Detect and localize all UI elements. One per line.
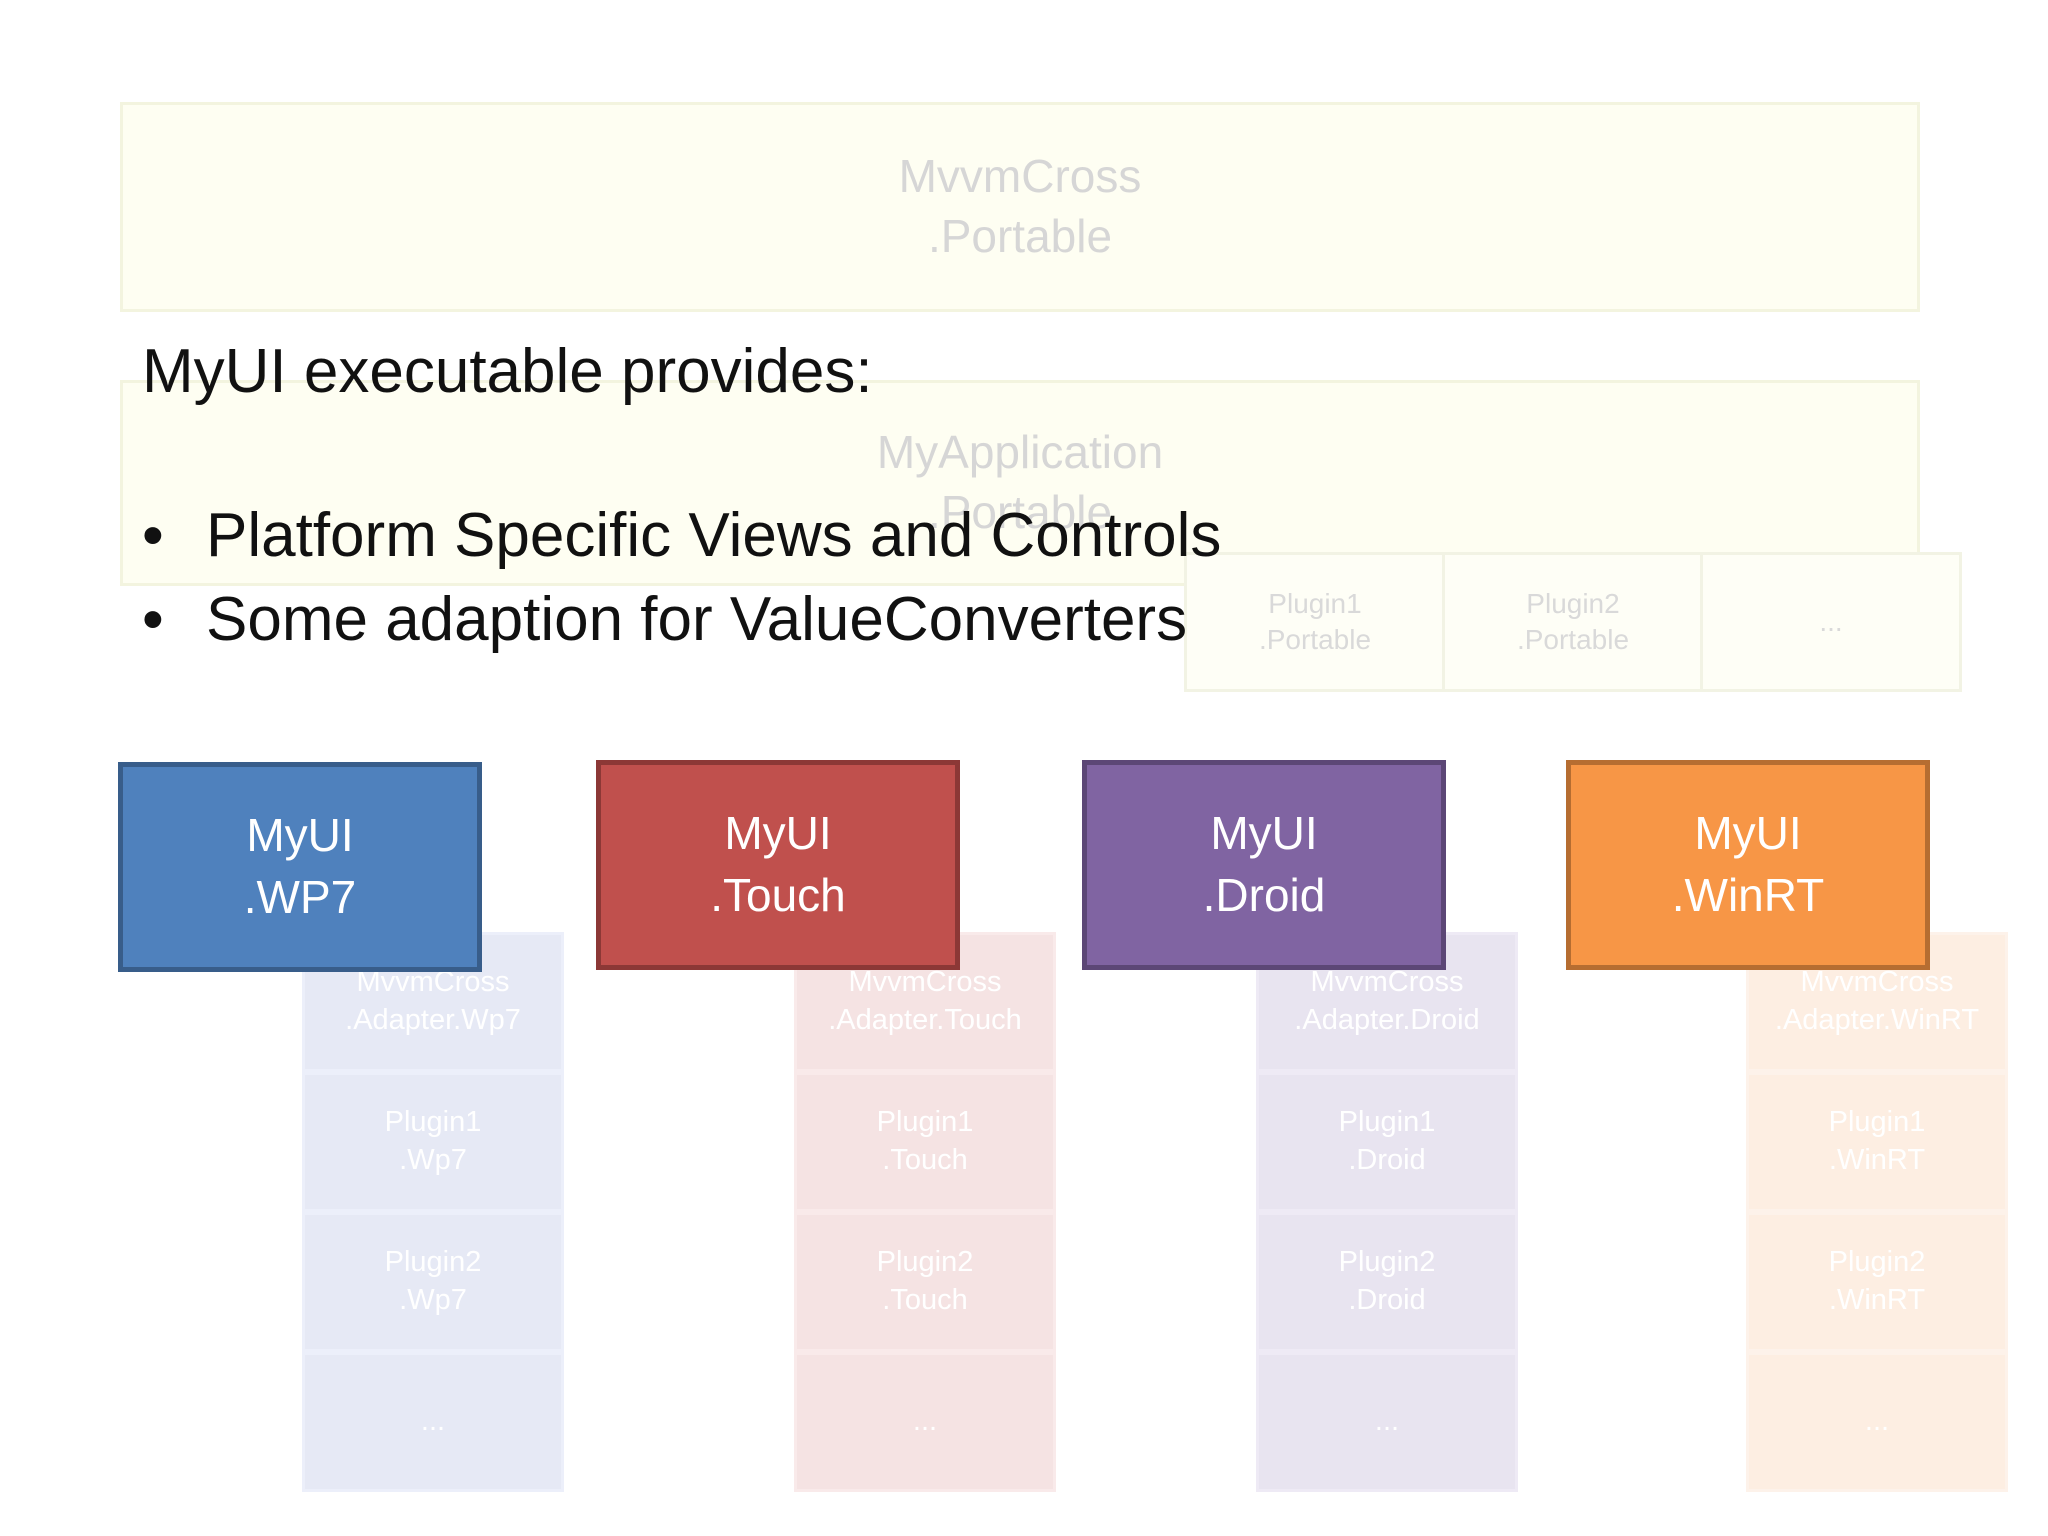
plugin2-portable-box: Plugin2 .Portable <box>1442 552 1704 692</box>
plugin2-droid-box: Plugin2 .Droid <box>1256 1212 1518 1352</box>
box-label-line: .Adapter.Wp7 <box>345 1004 521 1036</box>
plugin1-portable-box: Plugin1 .Portable <box>1184 552 1446 692</box>
box-label-line: Plugin2 <box>384 1246 482 1279</box>
plugin2-wp7-box: Plugin2 .Wp7 <box>302 1212 564 1352</box>
bullet-text: Some adaption for ValueConverters <box>206 585 1188 654</box>
box-label-line: .Droid <box>1348 1144 1426 1176</box>
myui-winrt-box: MyUI .WinRT <box>1566 760 1930 970</box>
myui-touch-box: MyUI .Touch <box>596 760 960 970</box>
box-label-line: Plugin1 <box>1828 1106 1926 1139</box>
myui-wp7-box: MyUI .WP7 <box>118 762 482 972</box>
box-label-line: Plugin2 <box>1338 1246 1436 1279</box>
box-label-line: .Touch <box>710 869 846 921</box>
mvvmcross-portable-box: MvvmCross .Portable <box>120 102 1920 312</box>
bullet-text: Platform Specific Views and Controls <box>206 501 1222 570</box>
bullet-item: • Platform Specific Views and Controls <box>142 500 1221 571</box>
plugin2-touch-box: Plugin2 .Touch <box>794 1212 1056 1352</box>
box-label-line: .Droid <box>1202 869 1326 921</box>
more-touch-plugins-box: ... <box>794 1352 1056 1492</box>
box-label-line: .Adapter.Touch <box>828 1004 1022 1036</box>
box-label-line: ... <box>1374 1405 1400 1438</box>
box-label-line: Plugin1 <box>1338 1106 1436 1139</box>
myui-droid-box: MyUI .Droid <box>1082 760 1446 970</box>
box-label-line: Plugin1 <box>1268 587 1362 619</box>
box-label-line: .Droid <box>1348 1284 1426 1316</box>
box-label-line: Plugin2 <box>1828 1246 1926 1279</box>
more-droid-plugins-box: ... <box>1256 1352 1518 1492</box>
box-label-line: Plugin1 <box>384 1106 482 1139</box>
more-winrt-plugins-box: ... <box>1746 1352 2008 1492</box>
box-label-line: MvvmCross <box>898 150 1142 203</box>
box-label-line: MvvmCross <box>848 966 1002 999</box>
adapter-winrt-box: MvvmCross .Adapter.WinRT <box>1746 932 2008 1072</box>
plugin1-droid-box: Plugin1 .Droid <box>1256 1072 1518 1212</box>
box-label-line: .WinRT <box>1828 1284 1926 1316</box>
box-label-line: .WP7 <box>243 871 357 923</box>
box-label-line: ... <box>912 1405 938 1438</box>
box-label-line: MyUI <box>246 809 354 862</box>
box-label-line: MyApplication <box>876 426 1164 479</box>
plugin2-winrt-box: Plugin2 .WinRT <box>1746 1212 2008 1352</box>
box-label-line: MyUI <box>1210 807 1318 860</box>
box-label-line: .Touch <box>882 1284 968 1316</box>
box-label-line: .Portable <box>1258 624 1372 655</box>
box-label-line: .Portable <box>927 486 1113 538</box>
box-label-line: .WinRT <box>1671 869 1825 921</box>
box-label-line: Plugin1 <box>876 1106 974 1139</box>
box-label-line: .Portable <box>1516 624 1630 655</box>
bullet-marker: • <box>142 501 164 570</box>
box-label-line: .Wp7 <box>399 1284 467 1316</box>
box-label-line: ... <box>420 1405 446 1438</box>
box-label-line: ... <box>1864 1405 1890 1438</box>
box-label-line: .Portable <box>927 210 1113 262</box>
slide-heading: MyUI executable provides: <box>142 337 873 406</box>
box-label-line: .Adapter.Droid <box>1294 1004 1480 1036</box>
box-label-line: Plugin2 <box>876 1246 974 1279</box>
myapplication-portable-box: MyApplication .Portable <box>120 380 1920 586</box>
box-label-line: .Adapter.WinRT <box>1774 1004 1980 1036</box>
box-label-line: Plugin2 <box>1526 587 1620 619</box>
box-label-line: MyUI <box>724 807 832 860</box>
box-label-line: .Wp7 <box>399 1144 467 1176</box>
box-label-line: MvvmCross <box>1310 966 1464 999</box>
plugin1-wp7-box: Plugin1 .Wp7 <box>302 1072 564 1212</box>
box-label-line: MyUI <box>1694 807 1802 860</box>
more-wp7-plugins-box: ... <box>302 1352 564 1492</box>
box-label-line: MvvmCross <box>1800 966 1954 999</box>
box-label-line: .WinRT <box>1828 1144 1926 1176</box>
plugin1-winrt-box: Plugin1 .WinRT <box>1746 1072 2008 1212</box>
plugin1-touch-box: Plugin1 .Touch <box>794 1072 1056 1212</box>
box-label-line: .Touch <box>882 1144 968 1176</box>
more-portable-plugins-box: ... <box>1700 552 1962 692</box>
bullet-item: • Some adaption for ValueConverters <box>142 584 1187 655</box>
bullet-marker: • <box>142 585 164 654</box>
box-label-line: ... <box>1819 605 1843 637</box>
